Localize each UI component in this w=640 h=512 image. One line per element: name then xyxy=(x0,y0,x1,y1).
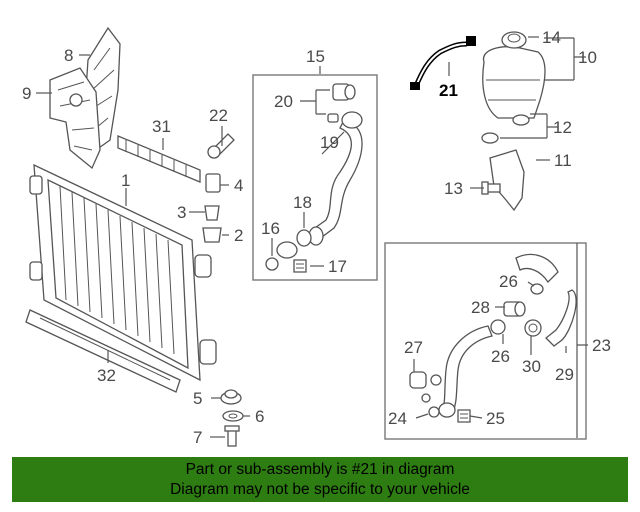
callout-23: 23 xyxy=(592,336,611,355)
callout-8: 8 xyxy=(64,46,73,65)
callout-26-upper: 26 xyxy=(499,272,518,291)
callout-11: 11 xyxy=(554,151,572,170)
bushing-5[interactable] xyxy=(220,389,242,405)
callout-32: 32 xyxy=(97,366,116,385)
callout-1: 1 xyxy=(121,171,130,190)
coolant-hose-21[interactable] xyxy=(410,36,476,90)
hose-29[interactable] xyxy=(545,289,577,347)
callout-24: 24 xyxy=(388,409,407,428)
connector-28[interactable] xyxy=(503,301,526,317)
fitting-16[interactable] xyxy=(265,241,298,271)
seal-24[interactable] xyxy=(421,393,440,418)
callout-13: 13 xyxy=(444,179,463,198)
lower-seal[interactable] xyxy=(25,309,181,393)
clip-25[interactable] xyxy=(457,409,471,423)
callout-27: 27 xyxy=(404,338,423,357)
callout-28: 28 xyxy=(471,298,490,317)
notice-line-2: Diagram may not be specific to your vehi… xyxy=(170,481,470,498)
notice-line-1: Part or sub-assembly is #21 in diagram xyxy=(185,461,455,478)
exploded-parts-diagram: 1 2 3 4 5 6 7 8 9 10 11 12 13 14 15 16 1… xyxy=(22,26,611,447)
grommet-3[interactable] xyxy=(204,205,220,221)
callout-21: 21 xyxy=(439,81,458,100)
callout-22: 22 xyxy=(209,106,228,125)
grommet-12-lower[interactable] xyxy=(481,132,499,144)
callout-31: 31 xyxy=(152,117,171,136)
hose-group-box-23 xyxy=(384,242,587,440)
callout-26-lower: 26 xyxy=(491,347,510,366)
bolt-7[interactable] xyxy=(224,425,240,447)
mount-2[interactable] xyxy=(202,227,222,243)
callout-19: 19 xyxy=(320,133,339,152)
connector-20[interactable] xyxy=(327,83,356,123)
connector-27[interactable] xyxy=(409,371,442,389)
callout-14: 14 xyxy=(542,28,561,47)
hose-26-upper[interactable] xyxy=(515,253,559,295)
callout-7: 7 xyxy=(193,428,202,447)
callout-16: 16 xyxy=(261,219,280,238)
bracket-4[interactable] xyxy=(205,173,221,193)
clamp-26-lower[interactable] xyxy=(490,319,506,335)
radiator[interactable] xyxy=(29,163,217,382)
callout-15: 15 xyxy=(306,47,325,66)
callout-29: 29 xyxy=(555,365,574,384)
callout-12: 12 xyxy=(553,118,572,137)
callout-4: 4 xyxy=(234,176,243,195)
callout-10: 10 xyxy=(578,48,597,67)
bolt-13[interactable] xyxy=(481,181,501,195)
callout-25: 25 xyxy=(486,409,505,428)
seal-strip[interactable] xyxy=(117,135,201,183)
callout-9: 9 xyxy=(22,84,31,103)
clip-17[interactable] xyxy=(293,259,307,273)
callout-17: 17 xyxy=(328,257,347,276)
callout-labels: 1 2 3 4 5 6 7 8 9 10 11 12 13 14 15 16 1… xyxy=(22,28,611,447)
air-guide-lower[interactable] xyxy=(49,67,101,170)
notice-banner: Part or sub-assembly is #21 in diagram D… xyxy=(12,457,628,502)
callout-18: 18 xyxy=(293,193,312,212)
clamp-30[interactable] xyxy=(524,319,542,337)
leader-lines xyxy=(36,36,588,438)
reservoir-cap[interactable] xyxy=(501,31,527,49)
callout-20: 20 xyxy=(274,92,293,111)
callout-6: 6 xyxy=(255,407,264,426)
washer-6[interactable] xyxy=(222,410,244,422)
callout-5: 5 xyxy=(193,389,202,408)
upper-coolant-hose[interactable] xyxy=(308,111,363,246)
reservoir-bracket[interactable] xyxy=(489,149,525,212)
grommet-12-upper[interactable] xyxy=(512,114,530,126)
hose-group-box-15 xyxy=(252,74,378,281)
lower-coolant-hose[interactable] xyxy=(438,325,493,418)
coolant-reservoir[interactable] xyxy=(482,46,546,119)
callout-3: 3 xyxy=(177,203,186,222)
clip-22[interactable] xyxy=(207,133,235,159)
callout-30: 30 xyxy=(522,357,541,376)
clamp-18[interactable] xyxy=(296,229,312,247)
callout-2: 2 xyxy=(234,226,243,245)
